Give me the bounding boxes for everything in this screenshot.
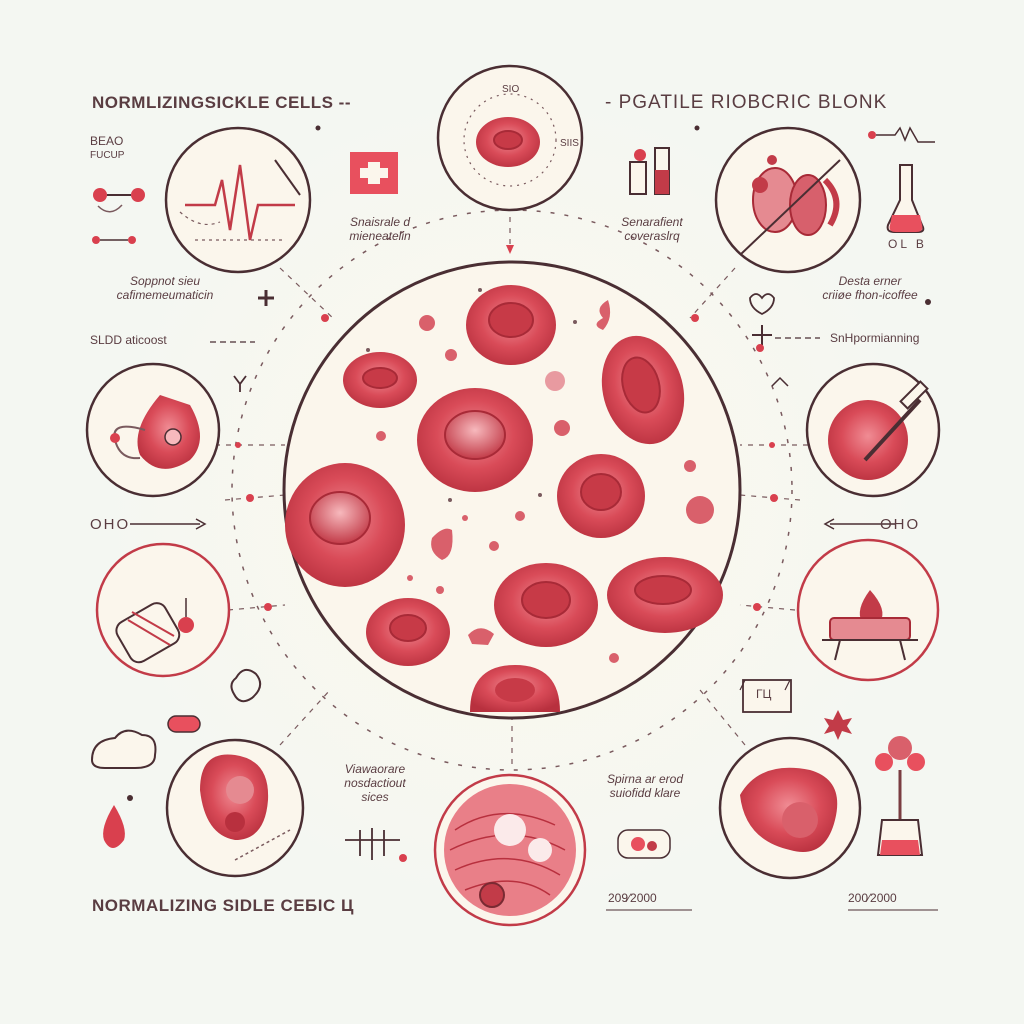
label-shn: SnHpormianning [830, 331, 920, 345]
blood-cell [557, 454, 645, 538]
caption-line: sices [361, 789, 389, 804]
caption-line: cafimemeumaticin [116, 287, 214, 302]
blood-drop-stethoscope-icon [110, 395, 200, 469]
label-fucup: FUCUP [90, 150, 125, 161]
blood-drop-plate-icon [822, 590, 918, 661]
label-top-circle-a: SIO [502, 84, 520, 95]
caption-desta: Desta erner criiøe fhon-icoffee [800, 274, 940, 303]
blood-cell [366, 598, 450, 666]
timeline-right: 200⁄2000 [848, 891, 897, 905]
label-beao: BEAO [90, 134, 124, 148]
label-gauge: OL B [888, 237, 927, 251]
blood-cell [343, 352, 417, 408]
label-sldd: SLDD aticoost [90, 333, 167, 347]
top-left-circle [164, 126, 312, 274]
blood-cell [494, 563, 598, 647]
caption-line: nosdactiout [344, 775, 406, 790]
tissue-sample-icon [444, 784, 576, 916]
heartbeat-ecg-icon [179, 159, 301, 241]
label-drug-box: ГЦ [756, 687, 772, 701]
header-bottom-left: NORMALIZING SIDLE CEБIC Ц [92, 896, 354, 915]
caption-line: suiofidd klare [609, 785, 681, 800]
caption-line: Senarafient [621, 215, 683, 229]
caption-line: Soppnot sieu [129, 274, 201, 288]
caption-line: criiøe fhon-icoffee [822, 287, 918, 302]
label-oho-right: OHO [880, 516, 921, 533]
blood-cell [285, 463, 405, 587]
caption-soprot: Soppnot sieu cafimemeumaticin [100, 274, 230, 303]
header-top-left: NORMLIZINGSICKLE CELLS -- [92, 93, 351, 112]
cell-syringe-icon [828, 380, 929, 480]
connector-dots [235, 245, 778, 611]
blood-cell [417, 388, 533, 492]
kidney-organ-icon [739, 155, 841, 256]
top-center-cell-icon [463, 93, 557, 187]
connector-lines [215, 195, 808, 770]
label-oho-left: OHO [90, 516, 131, 533]
red-blood-cells [285, 285, 723, 712]
caption-snaisrale: Snaisrale d mieneatelin [325, 215, 435, 244]
liver-organ-icon [740, 767, 838, 852]
caption-line: Desta erner [838, 274, 902, 288]
timeline-left: 209⁄2000 [608, 891, 657, 905]
blood-cell [601, 335, 685, 445]
caption-senarafient: Senarafient coveraslrq [592, 215, 712, 244]
caption-line: mieneatelin [349, 228, 411, 243]
spleen-organ-icon [200, 754, 291, 861]
caption-spirna: Spirna ar erod suiofidd klare [585, 772, 705, 801]
caption-line: Viawaorare [344, 762, 406, 776]
header-top-right: - PGATILE RIOBCRIC BLONK [605, 92, 888, 113]
caption-viawaorare: Viawaorare nosdactiout sices [320, 762, 430, 804]
label-top-circle-b: SIIS [560, 138, 579, 149]
blood-cell [470, 665, 560, 712]
blood-cell [466, 285, 556, 365]
pill-bottle-icon [115, 598, 194, 664]
decorative-icons [90, 125, 938, 911]
caption-line: coveraslrq [624, 228, 680, 243]
caption-line: Snaisrale d [349, 215, 411, 229]
caption-line: Spirna ar erod [606, 772, 684, 786]
blood-cell [607, 557, 723, 633]
